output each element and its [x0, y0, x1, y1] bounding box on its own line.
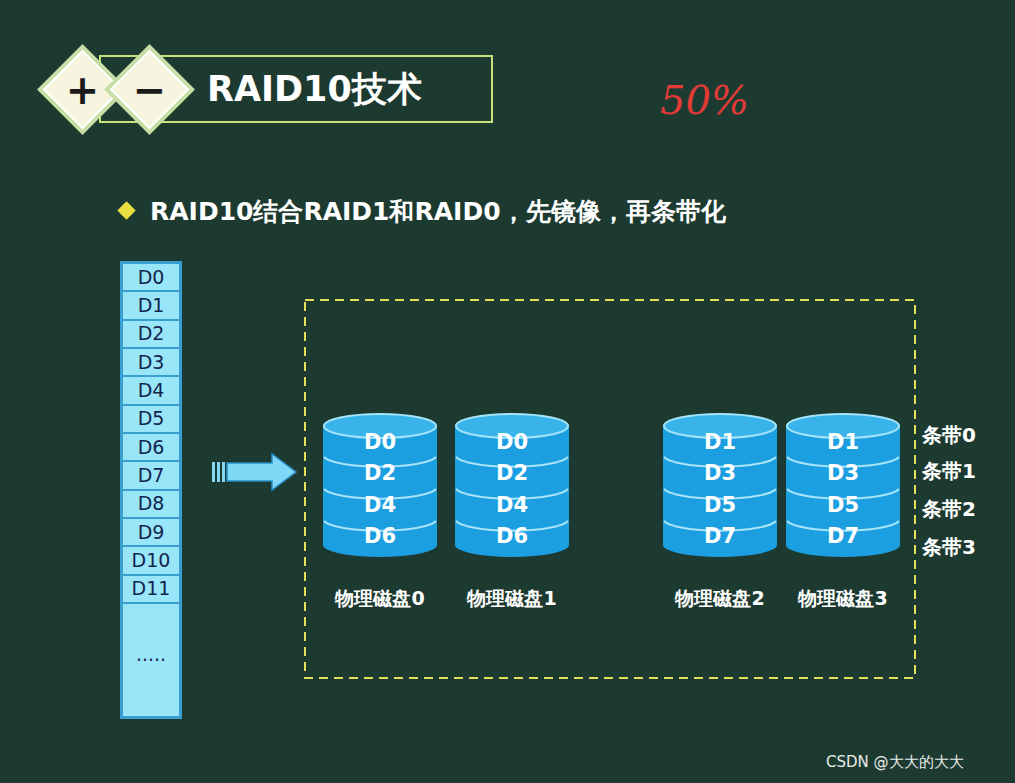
stripe-label: 条带1: [922, 460, 976, 482]
data-block-cell: D8: [122, 490, 180, 518]
stripe-block-label: D6: [303, 526, 457, 547]
stripe-label: 条带0: [922, 424, 976, 446]
data-block-cell: D7: [122, 461, 180, 489]
data-block-cell: D3: [122, 348, 180, 376]
data-block-cell: D9: [122, 518, 180, 546]
stripe-block-label: D1: [643, 432, 797, 453]
stripe-block-label: D4: [303, 495, 457, 516]
disk-cylinder: D1D3D5D7物理磁盘2: [663, 413, 777, 558]
data-block-label: .....: [136, 644, 166, 665]
data-column-frame: [121, 262, 181, 718]
data-block-label: D10: [132, 550, 171, 571]
arrow-stripe: [212, 462, 215, 482]
data-block-label: D8: [138, 493, 165, 514]
diamond-outer: [104, 44, 195, 135]
stripe-block-label: D7: [643, 526, 797, 547]
handwritten-note: 50%: [660, 78, 749, 122]
raid-group-frame: [305, 300, 915, 678]
data-block-cell: D6: [122, 433, 180, 461]
stripe-block-label: D4: [435, 495, 589, 516]
data-block-label: D11: [132, 578, 171, 599]
disk-name: 物理磁盘0: [303, 589, 457, 608]
bullet-text: RAID10结合RAID1和RAID0，先镜像，再条带化: [150, 198, 726, 226]
data-block-cell: .....: [122, 603, 180, 717]
data-block-cell: D11: [122, 575, 180, 603]
watermark: CSDN @大大的大大: [826, 754, 964, 771]
data-block-cell: D5: [122, 405, 180, 433]
stripe-block-label: D1: [766, 432, 920, 453]
disk-name: 物理磁盘2: [643, 589, 797, 608]
data-block-label: D3: [138, 352, 165, 373]
arrow-body: [227, 454, 296, 490]
data-block-label: D5: [138, 408, 165, 429]
disk-cylinder: D0D2D4D6物理磁盘0: [323, 413, 437, 558]
disk-cylinder: D0D2D4D6物理磁盘1: [455, 413, 569, 558]
flow-arrow: [212, 454, 296, 490]
data-block-label: D6: [138, 437, 165, 458]
stripe-block-label: D3: [766, 463, 920, 484]
stripe-block-label: D3: [643, 463, 797, 484]
diamond-inner: [111, 51, 188, 128]
data-block-label: D2: [138, 323, 165, 344]
disk-name: 物理磁盘3: [766, 589, 920, 608]
data-block-cell: D2: [122, 320, 180, 348]
stripe-block-label: D0: [303, 432, 457, 453]
stripe-block-label: D5: [766, 495, 920, 516]
stripe-label: 条带2: [922, 498, 976, 520]
stripe-block-label: D6: [435, 526, 589, 547]
disk-cylinder: D1D3D5D7物理磁盘3: [786, 413, 900, 558]
data-block-label: D7: [138, 465, 165, 486]
data-block-label: D4: [138, 380, 165, 401]
stripe-block-label: D5: [643, 495, 797, 516]
data-block-cell: D0: [122, 263, 180, 291]
stripe-block-label: D0: [435, 432, 589, 453]
stripe-block-label: D7: [766, 526, 920, 547]
data-block-label: D1: [138, 295, 165, 316]
data-block-cell: D10: [122, 546, 180, 574]
stripe-block-label: D2: [303, 463, 457, 484]
data-block-label: D9: [138, 522, 165, 543]
stripe-block-label: D2: [435, 463, 589, 484]
bullet-diamond: [117, 201, 135, 219]
icon-symbol: −: [133, 70, 167, 110]
icon-diamond: −: [102, 42, 197, 137]
arrow-stripe: [217, 462, 220, 482]
stripe-label: 条带3: [922, 536, 976, 558]
disk-name: 物理磁盘1: [435, 589, 589, 608]
data-block-cell: D4: [122, 376, 180, 404]
data-block-cell: D1: [122, 291, 180, 319]
title: RAID10技术: [207, 66, 422, 113]
data-block-label: D0: [138, 267, 165, 288]
arrow-stripe: [222, 462, 225, 482]
icon-symbol: +: [66, 70, 100, 110]
